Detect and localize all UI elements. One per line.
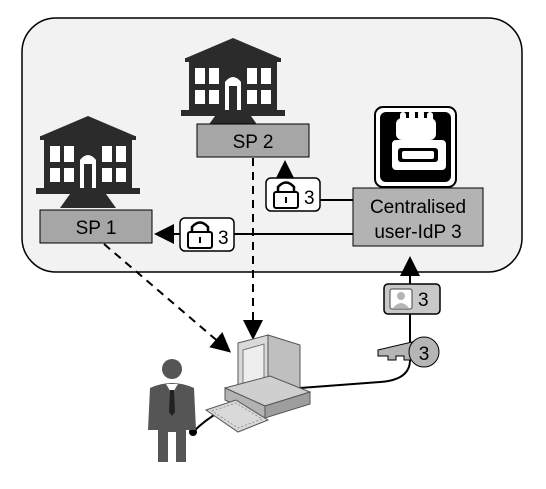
user-icon xyxy=(148,359,196,462)
sp2-label: SP 2 xyxy=(233,132,274,153)
sp1-box xyxy=(39,209,153,244)
building-icon xyxy=(36,116,140,208)
lock-sp1-number: 3 xyxy=(218,228,229,249)
idp-label-line2: user-IdP 3 xyxy=(374,222,461,243)
user-card-badge: 3 xyxy=(383,283,441,315)
key-number: 3 xyxy=(419,344,430,365)
lock-badge-sp2: 3 xyxy=(265,177,321,212)
lock-icon xyxy=(187,221,213,249)
sp1-label: SP 1 xyxy=(76,218,117,239)
sp2-box xyxy=(196,123,310,158)
idp-box xyxy=(352,187,484,247)
key-icon: 3 xyxy=(377,336,440,368)
smartcard-icon xyxy=(374,106,457,188)
lock-sp2-number: 3 xyxy=(304,188,315,209)
id-card-icon xyxy=(389,288,413,310)
idp-label-line1: Centralised xyxy=(370,197,466,218)
user-card-number: 3 xyxy=(418,290,429,311)
lock-badge-sp1: 3 xyxy=(179,217,235,252)
computer-icon xyxy=(204,334,312,433)
lock-icon xyxy=(273,181,299,209)
